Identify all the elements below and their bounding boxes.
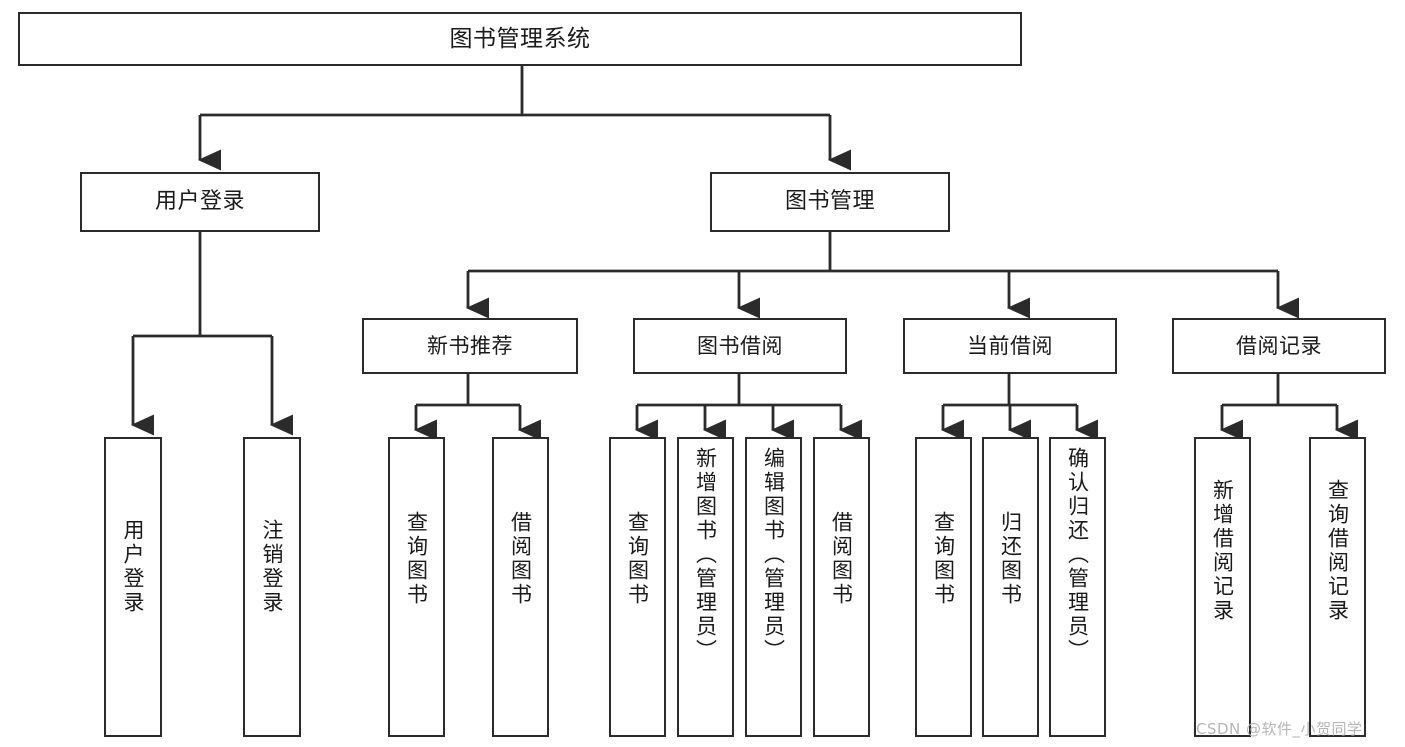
node-leaf-borrow-book-1[interactable]: 借阅图书 [492, 437, 549, 737]
node-new-book-rec[interactable]: 新书推荐 [362, 318, 578, 374]
node-leaf-user-login[interactable]: 用户登录 [104, 437, 162, 737]
node-leaf-user-login-label: 用户登录 [121, 519, 146, 615]
node-leaf-add-book-label: 新增图书（管理员） [693, 447, 718, 663]
node-book-borrow[interactable]: 图书借阅 [633, 318, 847, 374]
node-leaf-query-book-1-label: 查询图书 [404, 511, 429, 607]
node-leaf-logout[interactable]: 注销登录 [243, 437, 301, 737]
node-user-login[interactable]: 用户登录 [80, 172, 320, 232]
node-leaf-query-book-2-label: 查询图书 [625, 511, 650, 607]
node-user-login-label: 用户登录 [154, 189, 245, 215]
node-leaf-edit-book-label: 编辑图书（管理员） [761, 447, 786, 663]
node-leaf-add-record-label: 新增借阅记录 [1210, 479, 1235, 623]
node-leaf-confirm-return-label: 确认归还（管理员） [1065, 447, 1090, 663]
node-leaf-return-book-label: 归还图书 [998, 511, 1023, 607]
node-borrow-record[interactable]: 借阅记录 [1172, 318, 1386, 374]
node-leaf-edit-book[interactable]: 编辑图书（管理员） [745, 437, 802, 737]
node-leaf-query-book-3-label: 查询图书 [931, 511, 956, 607]
node-root-label: 图书管理系统 [449, 25, 591, 52]
node-leaf-query-book-1[interactable]: 查询图书 [388, 437, 445, 737]
node-leaf-borrow-book-2-label: 借阅图书 [829, 511, 854, 607]
node-book-manage-label: 图书管理 [784, 189, 875, 215]
node-leaf-add-book[interactable]: 新增图书（管理员） [677, 437, 734, 737]
node-leaf-confirm-return[interactable]: 确认归还（管理员） [1049, 437, 1106, 737]
node-leaf-return-book[interactable]: 归还图书 [982, 437, 1039, 737]
node-leaf-query-record[interactable]: 查询借阅记录 [1309, 437, 1366, 737]
node-leaf-query-record-label: 查询借阅记录 [1325, 479, 1350, 623]
node-leaf-query-book-2[interactable]: 查询图书 [609, 437, 666, 737]
node-leaf-add-record[interactable]: 新增借阅记录 [1194, 437, 1251, 737]
node-leaf-logout-label: 注销登录 [260, 519, 285, 615]
node-root[interactable]: 图书管理系统 [18, 12, 1022, 66]
node-leaf-borrow-book-1-label: 借阅图书 [508, 511, 533, 607]
csdn-watermark: CSDN @软件_小贺同学 [1196, 720, 1363, 738]
node-current-borrow[interactable]: 当前借阅 [903, 318, 1117, 374]
node-current-borrow-label: 当前借阅 [967, 333, 1053, 358]
node-leaf-query-book-3[interactable]: 查询图书 [915, 437, 972, 737]
node-new-book-rec-label: 新书推荐 [427, 333, 513, 358]
node-leaf-borrow-book-2[interactable]: 借阅图书 [813, 437, 870, 737]
node-book-borrow-label: 图书借阅 [697, 333, 783, 358]
node-borrow-record-label: 借阅记录 [1236, 333, 1322, 358]
node-book-manage[interactable]: 图书管理 [710, 172, 950, 232]
